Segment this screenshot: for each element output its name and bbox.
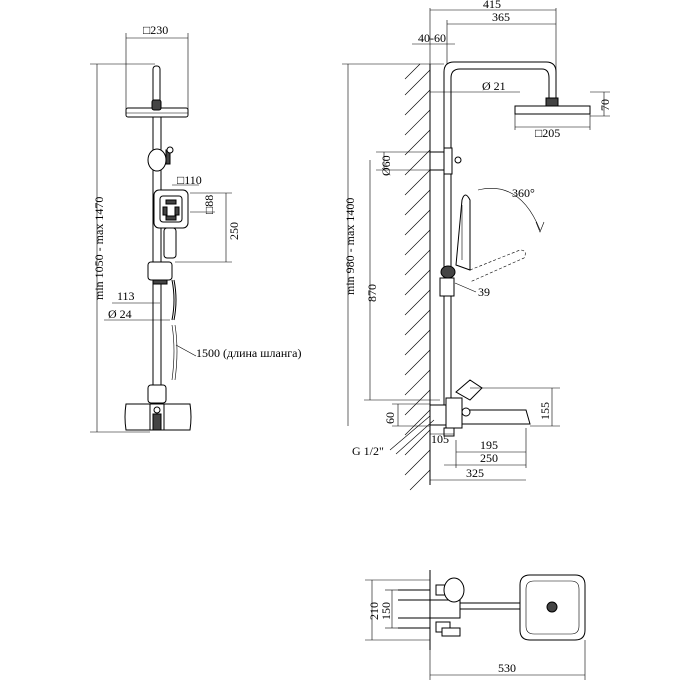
side-thread-label: G 1/2" (352, 444, 384, 458)
side-height-range-label: min 980 - max 1400 (343, 198, 357, 295)
side-mixer-height-label: 60 (383, 412, 397, 424)
side-spout-height-label: 155 (538, 402, 552, 420)
side-mixer-depth-label: 105 (431, 432, 449, 446)
front-hand-size-a-label: □110 (177, 173, 202, 187)
side-head-size-label: □205 (535, 126, 560, 140)
side-spout-b-label: 250 (480, 451, 498, 465)
side-head-height-label: 70 (598, 99, 612, 111)
side-slider-height-label: 870 (365, 284, 379, 302)
side-wall-offset-label: 40-60 (418, 31, 446, 45)
side-holder-diameter-label: Ø60 (379, 155, 393, 176)
front-view: □230 min 1050 - max 1470 □110 □88 (90, 23, 301, 433)
side-pipe-diameter-label: Ø 21 (482, 79, 506, 93)
side-slider-diameter-label: 39 (478, 285, 490, 299)
top-view: 210 150 530 (365, 570, 586, 680)
top-width-b-label: 150 (379, 602, 393, 620)
side-spout-a-label: 195 (480, 438, 498, 452)
front-hand-size-b-label: □88 (202, 195, 216, 214)
side-total-reach-label: 415 (483, 0, 501, 11)
front-hand-dist-label: 250 (227, 222, 241, 240)
side-rotation-label: 360° (512, 186, 535, 200)
top-total-length-label: 530 (498, 661, 516, 675)
front-head-size-label: □230 (143, 23, 168, 37)
side-arm-reach-label: 365 (492, 10, 510, 24)
front-height-range-label: min 1050 - max 1470 (92, 197, 106, 300)
front-holder-offset-label: 113 (117, 289, 135, 303)
side-view: 415 365 40-60 Ø 21 70 □205 Ø60 mi (342, 0, 612, 491)
top-width-a-label: 210 (367, 602, 381, 620)
front-hose-label: 1500 (длина шланга) (196, 346, 301, 360)
side-spout-c-label: 325 (466, 466, 484, 480)
front-rail-diameter-label: Ø 24 (108, 307, 132, 321)
